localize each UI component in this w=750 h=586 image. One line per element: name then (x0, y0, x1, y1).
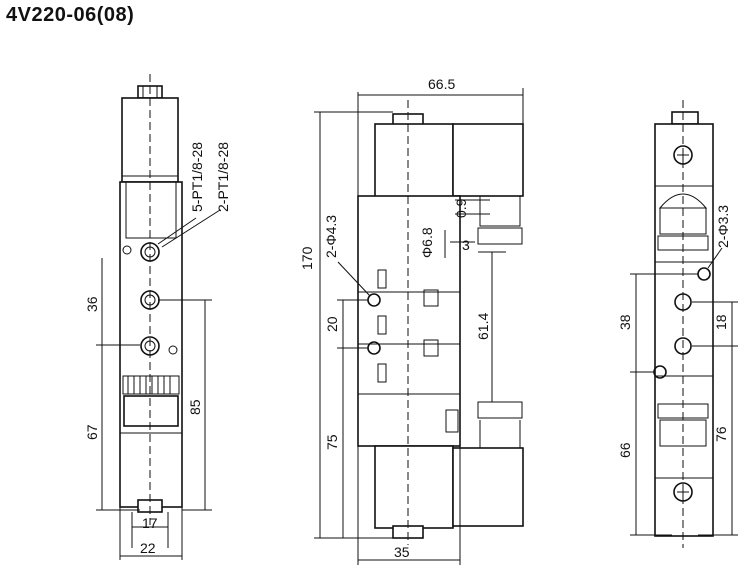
left-side-view: 5-PT1/8-28 2-PT1/8-28 36 67 85 17 22 (84, 74, 231, 560)
dim-17: 17 (142, 515, 158, 531)
dim-66-5: 66.5 (428, 76, 455, 92)
dim-3: 3 (462, 237, 470, 253)
dim-170: 170 (299, 246, 315, 270)
label-mount-holes: 2-Φ4.3 (323, 215, 339, 258)
label-port-2: 2-PT1/8-28 (215, 142, 231, 212)
front-view: 66.5 170 2-Φ4.3 0.9 Φ6.8 3 61.4 20 75 35 (299, 76, 524, 565)
label-port-5: 5-PT1/8-28 (189, 142, 205, 212)
valve-body-right (654, 123, 714, 537)
label-mount-holes-right: 2-Φ3.3 (715, 205, 731, 248)
dim-61-4: 61.4 (475, 313, 491, 340)
drawing-title: 4V220-06(08) (6, 4, 135, 26)
dim-38: 38 (617, 314, 633, 330)
dim-75: 75 (324, 434, 340, 450)
dim-0-9: 0.9 (453, 198, 469, 218)
solenoid-coil-bottom (374, 445, 454, 529)
dim-35: 35 (394, 544, 410, 560)
solenoid-coil-top (374, 123, 454, 199)
dim-18: 18 (713, 314, 729, 330)
connector-top (452, 123, 524, 197)
dim-76: 76 (713, 426, 729, 442)
dim-67: 67 (84, 424, 100, 440)
dim-36: 36 (84, 296, 100, 312)
right-side-view: 2-Φ3.3 38 18 66 76 (617, 100, 738, 548)
dim-22: 22 (140, 540, 156, 556)
dim-66: 66 (617, 442, 633, 458)
dim-20: 20 (324, 316, 340, 332)
dim-85: 85 (187, 399, 203, 415)
connector-bottom (452, 447, 524, 527)
valve-body-front (357, 195, 461, 447)
dim-phi-6-8: Φ6.8 (419, 227, 435, 258)
